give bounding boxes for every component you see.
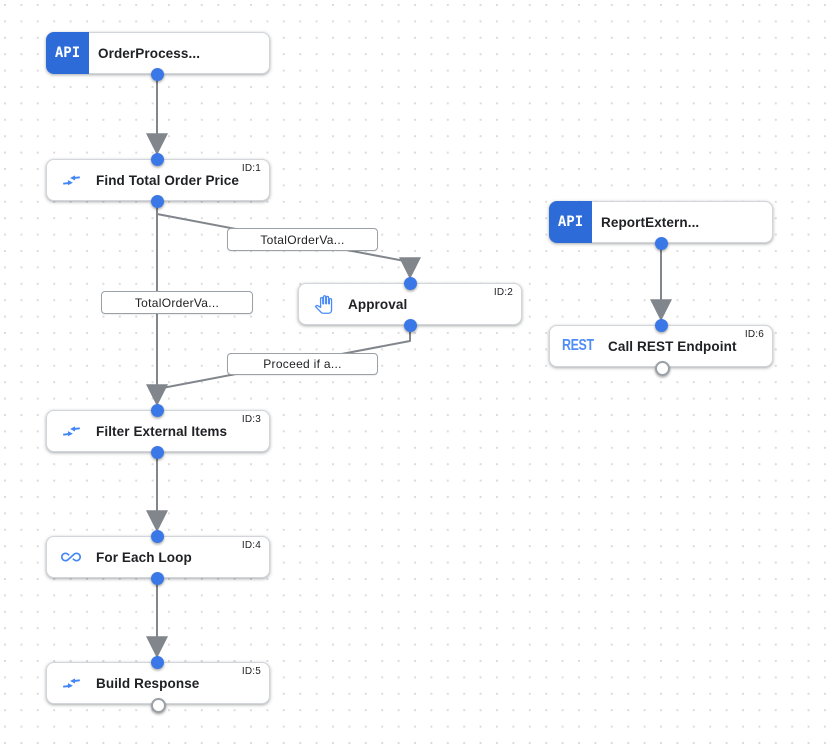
infinity-icon: [61, 547, 81, 567]
api-badge-icon: API: [46, 32, 89, 74]
node-id-label: ID:5: [241, 666, 261, 677]
node-id-label: ID:6: [744, 329, 764, 340]
node-label: Build Response: [96, 675, 200, 691]
data-mapping-icon: [61, 421, 81, 441]
edge-label-totalorderva-1[interactable]: TotalOrderVa...: [227, 228, 378, 251]
port-out-find[interactable]: [150, 194, 164, 208]
node-label: Call REST Endpoint: [608, 338, 737, 354]
node-id-label: ID:1: [241, 163, 261, 174]
node-label: ReportExtern...: [601, 214, 700, 230]
node-label: OrderProcess...: [98, 45, 201, 61]
node-label: Filter External Items: [96, 423, 228, 439]
node-label: For Each Loop: [96, 549, 192, 565]
port-out-approval[interactable]: [403, 318, 417, 332]
node-orderprocess-trigger[interactable]: API OrderProcess...: [46, 32, 270, 74]
node-reportextern-trigger[interactable]: API ReportExtern...: [549, 201, 773, 243]
port-in-build[interactable]: [150, 655, 164, 669]
port-in-callrest[interactable]: [654, 318, 668, 332]
data-mapping-icon: [61, 170, 81, 190]
node-approval[interactable]: ID:2 Approval: [298, 283, 522, 325]
pan-tool-icon: [313, 294, 333, 314]
edge-label-totalorderva-2[interactable]: TotalOrderVa...: [101, 291, 253, 314]
port-in-foreach[interactable]: [150, 529, 164, 543]
port-out-reportextern[interactable]: [654, 236, 668, 250]
node-label: Approval: [348, 296, 408, 312]
node-id-label: ID:3: [241, 414, 261, 425]
port-in-find[interactable]: [150, 152, 164, 166]
port-in-approval[interactable]: [403, 276, 417, 290]
node-id-label: ID:4: [241, 540, 261, 551]
rest-icon: REST: [562, 337, 594, 354]
node-filter-external-items[interactable]: ID:3 Filter External Items: [46, 410, 270, 452]
port-out-orderprocess[interactable]: [150, 67, 164, 81]
node-label: Find Total Order Price: [96, 172, 239, 188]
port-out-foreach[interactable]: [150, 571, 164, 585]
port-out-build-empty[interactable]: [150, 697, 166, 713]
port-out-callrest-empty[interactable]: [654, 360, 670, 376]
port-in-filter[interactable]: [150, 403, 164, 417]
edge-label-proceed-if[interactable]: Proceed if a...: [227, 353, 378, 375]
node-id-label: ID:2: [493, 287, 513, 298]
port-out-filter[interactable]: [150, 445, 164, 459]
api-badge-icon: API: [549, 201, 592, 243]
data-mapping-icon: [61, 673, 81, 693]
